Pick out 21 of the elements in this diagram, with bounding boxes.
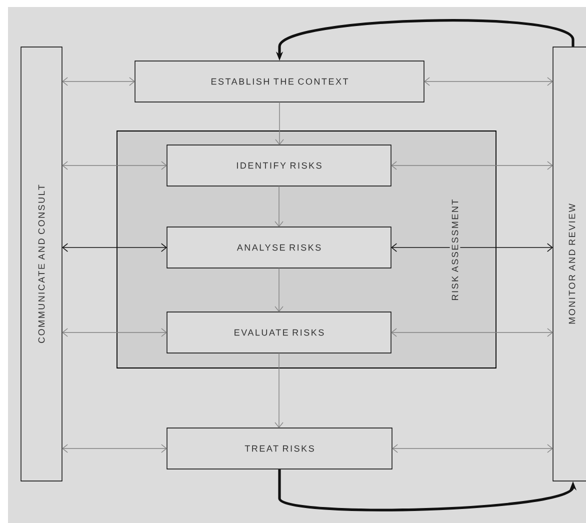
arrow: [62, 444, 167, 453]
arrow: [62, 161, 167, 170]
arrow: [274, 186, 284, 227]
arrow: [274, 268, 284, 312]
process-box: TREAT RISKS: [166, 428, 392, 470]
arrow: [62, 243, 167, 252]
arrow: [391, 161, 553, 170]
arrow: [391, 328, 553, 337]
process-box: ANALYSE RISKS: [166, 226, 392, 268]
process-box: ESTABLISH THE CONTEXT: [134, 60, 424, 102]
arrow: [424, 77, 553, 86]
arrow: [62, 328, 167, 337]
arrow: [274, 352, 284, 428]
arrow: [391, 243, 553, 252]
arrow: [62, 77, 135, 86]
process-box: EVALUATE RISKS: [166, 312, 392, 354]
arrow: [392, 444, 553, 453]
process-box: IDENTIFY RISKS: [166, 144, 392, 186]
arrow: [275, 102, 284, 145]
side-bar: COMMUNICATE AND CONSULT: [20, 46, 62, 482]
side-bar: MONITOR AND REVIEW: [552, 46, 586, 482]
